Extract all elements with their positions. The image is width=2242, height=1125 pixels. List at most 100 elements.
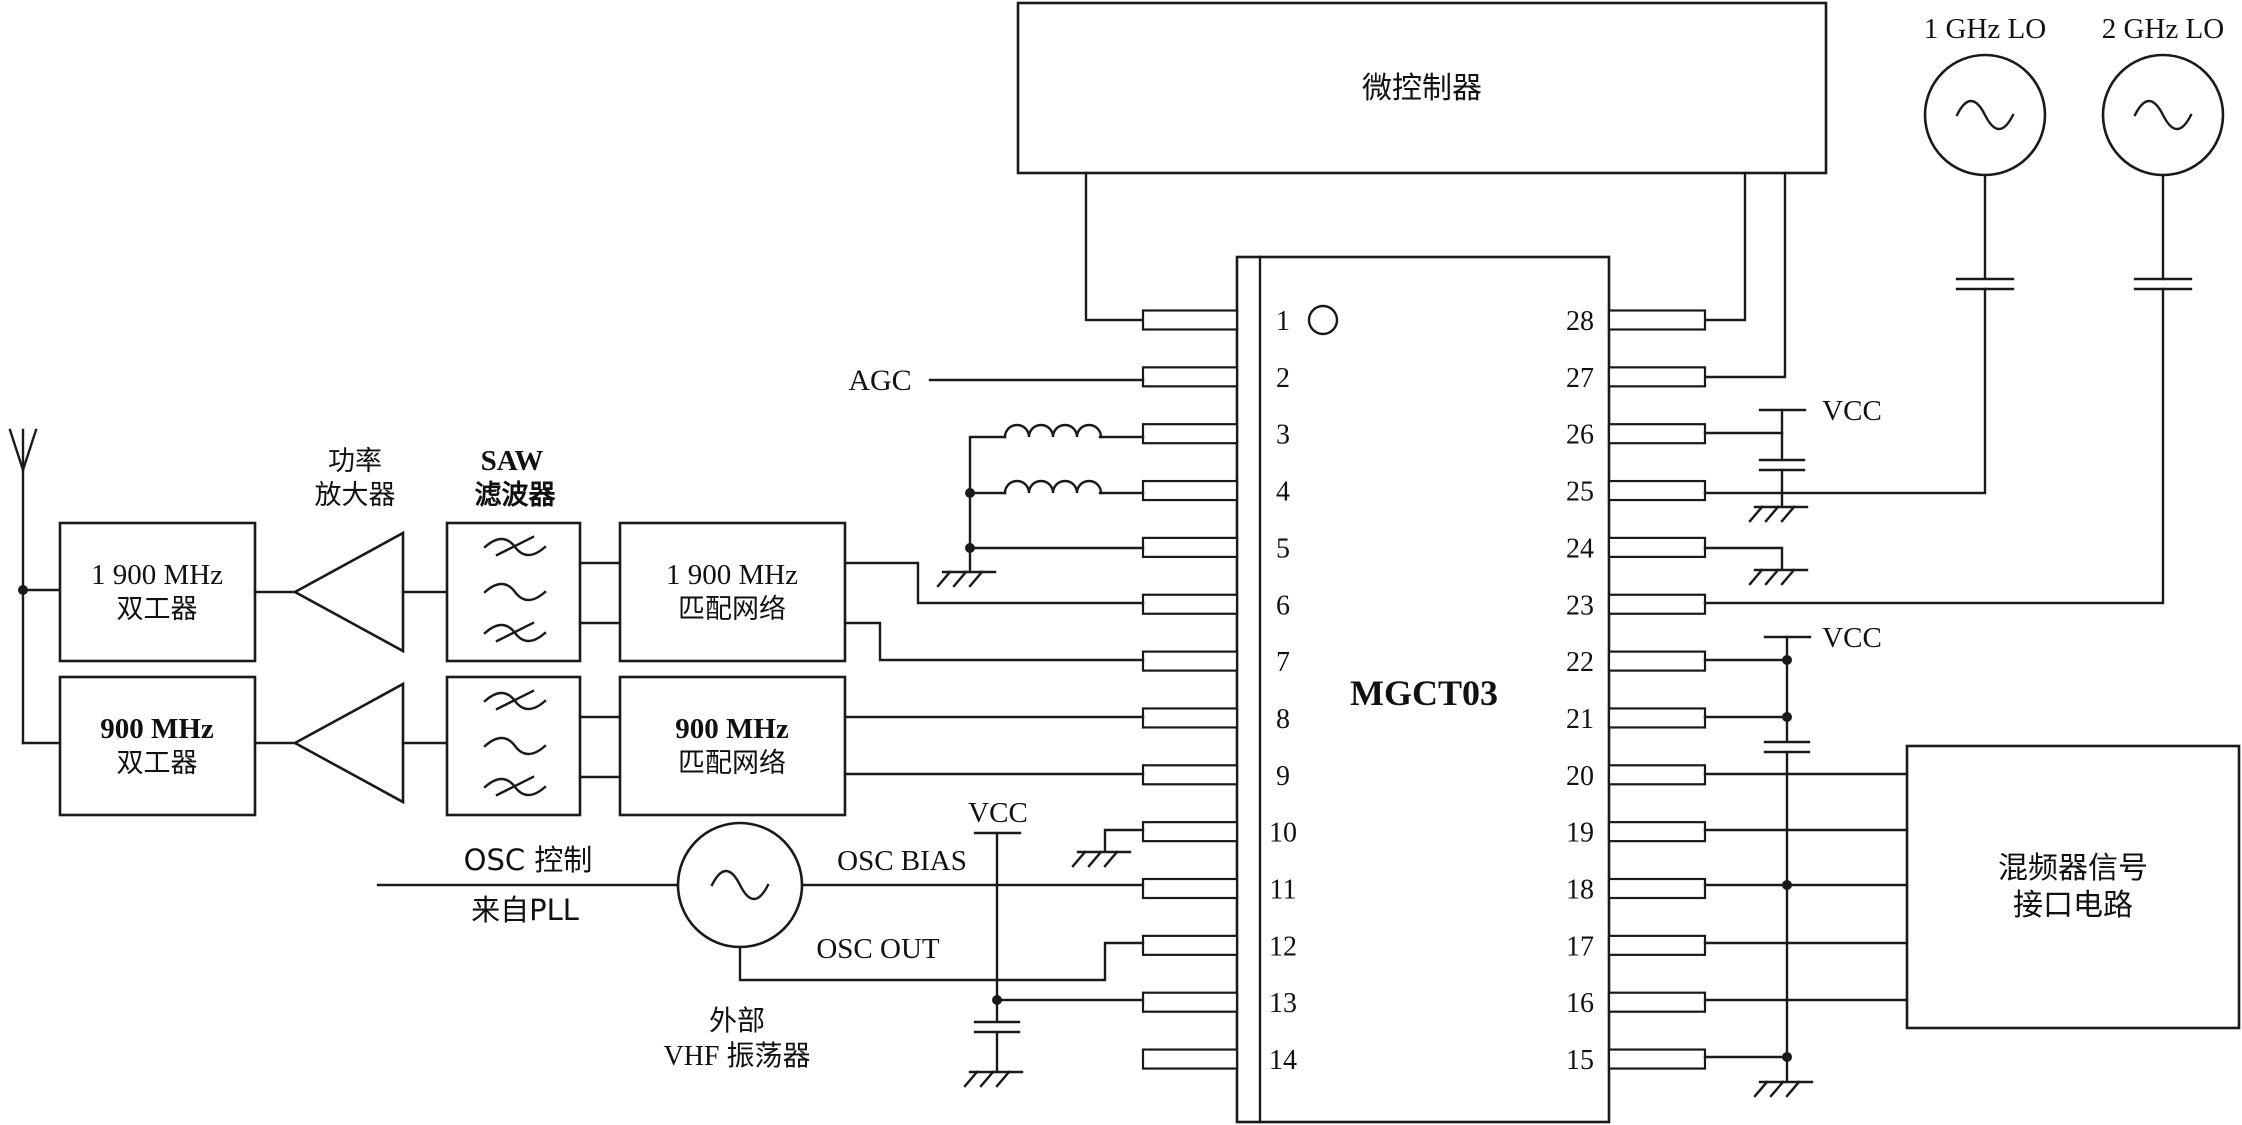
duplexer-1900 [58,521,257,663]
mcu-wire-pin27 [1703,171,1787,379]
chip-pin-23 [1607,593,1707,615]
vcc-label-mid: VCC [1822,622,1882,654]
mixer-line2: 接口电路 [2013,888,2133,923]
ground-symbol [1748,505,1809,523]
lo1-label: 1 GHz LO [1924,13,2046,45]
match1900-pin6-wire [843,561,1145,605]
agc-label: AGC [848,364,911,397]
junction-dot [1782,880,1792,890]
saw-filter-1900-icon [483,535,547,643]
chip-pin-11 [1141,877,1239,900]
pin24-ground-wire [1703,546,1784,570]
chip-pin-label-8: 8 [1276,704,1290,735]
from-pll-label: 来自PLL [471,893,579,927]
duplexer-1900-line1: 1 900 MHz [91,559,223,591]
ground-symbol [1748,568,1809,586]
junction-dot [1782,655,1792,665]
chip-pin-12 [1141,934,1239,956]
chip-pin-label-5: 5 [1276,533,1290,564]
inductor-2 [1003,479,1103,495]
chip-pin-label-2: 2 [1276,363,1290,394]
chip-pin-label-21: 21 [1566,704,1594,735]
chip-pin-label-14: 14 [1269,1045,1297,1076]
chip-pin-label-11: 11 [1270,875,1297,906]
match-1900 [618,521,847,663]
chip-pin-label-20: 20 [1566,761,1594,792]
chip-pin-label-4: 4 [1276,477,1290,508]
chip-pin-label-25: 25 [1566,477,1594,508]
chip-pin-15 [1607,1048,1707,1070]
match-1900-line1: 1 900 MHz [666,559,798,591]
chip-pin-label-22: 22 [1566,647,1594,678]
chip-pin-5 [1141,536,1239,559]
match-900-line2: 匹配网络 [678,748,786,779]
chip-pin-21 [1607,707,1707,729]
chip-pin-label-26: 26 [1566,420,1594,451]
chip-pin-label-10: 10 [1269,818,1297,849]
chip-pin-label-1: 1 [1276,306,1290,337]
lo1-wire-pin25 [1703,287,1987,495]
junction-dot [992,995,1002,1005]
chip-pin-7 [1141,650,1239,672]
chip-pin-20 [1607,764,1707,786]
chip-pin-1 [1141,309,1239,331]
pin1-marker [1307,304,1339,336]
saw-filter-900-icon [483,689,547,797]
match-900-line1: 900 MHz [675,713,789,745]
osc-out-wire [738,941,1145,982]
chip-pin-8 [1141,707,1239,729]
osc-out-label: OSC OUT [816,933,940,965]
duplexer-900-line1: 900 MHz [100,713,214,745]
power-amp-900-icon [292,681,405,805]
pin10-ground-wire [1103,828,1145,852]
ground-symbol [1753,1080,1814,1098]
chip-pin-label-23: 23 [1566,590,1594,621]
match1900-pin7-wire [843,621,1145,662]
power-amp-1900-icon [292,530,405,654]
mixer-line1: 混频器信号 [1998,851,2148,886]
osc-control-label: OSC 控制 [464,843,593,877]
chip-pin-3 [1141,423,1239,445]
chip-pin-label-9: 9 [1276,761,1290,792]
chip-pin-25 [1607,479,1707,502]
lo1-sine-wave [1955,99,2015,131]
chip-pin-2 [1141,366,1239,388]
match-1900-line2: 匹配网络 [678,594,786,625]
chip-pin-label-12: 12 [1269,931,1297,962]
ground-symbol [963,1070,1024,1088]
chip-pin-17 [1607,934,1707,956]
chip-pin-16 [1607,991,1707,1013]
mcu-wire-pin28 [1703,171,1747,322]
junction-dot [1782,1052,1792,1062]
osc-bias-label: OSC BIAS [837,845,967,877]
lo2-wire-pin23 [1703,287,2165,605]
junction-dot [965,488,975,498]
microcontroller-box [1016,1,1828,175]
chip-body [1235,255,1611,1124]
lo2-label: 2 GHz LO [2102,13,2224,45]
chip-pin-label-7: 7 [1276,647,1290,678]
chip-pin-27 [1607,366,1707,388]
chip-pin-label-13: 13 [1269,988,1297,1019]
junction-dot [1782,712,1792,722]
chip-pin-22 [1607,650,1707,672]
capacitor-icon [973,1020,1021,1072]
chip-pin-label-17: 17 [1566,931,1594,962]
chip-pin-13 [1141,991,1239,1013]
ground-symbol [1071,850,1132,868]
chip-pin-label-18: 18 [1566,875,1594,906]
chip-pin-19 [1607,821,1707,843]
lo2-sine-wave [2133,99,2193,131]
chip-pin-28 [1607,309,1707,331]
chip-pin-label-15: 15 [1566,1045,1594,1076]
chip-pin-label-16: 16 [1566,988,1594,1019]
microcontroller-label: 微控制器 [1362,71,1482,106]
duplexer-900 [58,675,257,817]
saw-label-line1: SAW [481,445,544,477]
saw-label-line2: 滤波器 [475,480,557,511]
inductor-1 [1003,423,1103,439]
chip-pin-9 [1141,764,1239,786]
chip-pin-14 [1141,1048,1239,1070]
